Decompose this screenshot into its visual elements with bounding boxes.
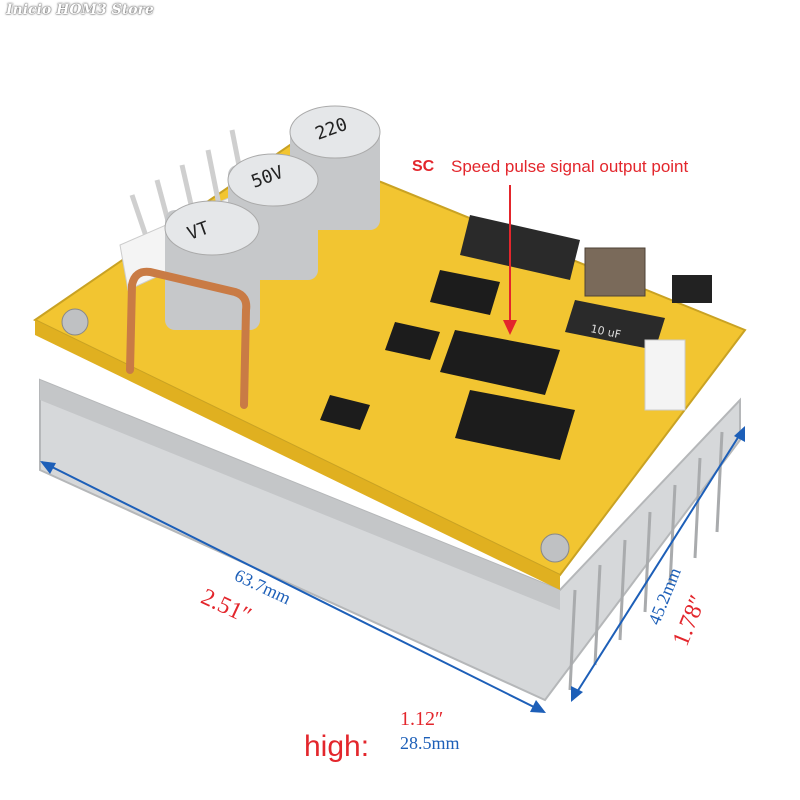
arrowhead-left bbox=[40, 461, 56, 474]
height-inch: 1.12″ bbox=[400, 708, 444, 730]
height-label: high: bbox=[304, 730, 370, 763]
jumper-header bbox=[672, 275, 712, 303]
ic-chips bbox=[320, 270, 575, 460]
pcb-edge bbox=[35, 320, 560, 590]
height-mm: 28.5mm bbox=[400, 733, 460, 753]
arrowhead-right bbox=[530, 700, 546, 713]
callout-arrowhead bbox=[503, 320, 517, 335]
small-cap-2 bbox=[565, 300, 665, 350]
inductor bbox=[584, 247, 646, 297]
callout-tag: SC bbox=[412, 158, 435, 175]
small-caps bbox=[460, 215, 580, 280]
arrowhead-bottom bbox=[571, 686, 583, 702]
depth-dimension-arrow bbox=[571, 427, 745, 701]
store-watermark: Inicio HOM3 Store bbox=[6, 2, 154, 18]
mounting-screws bbox=[61, 308, 570, 563]
width-dimension-arrow bbox=[41, 461, 545, 713]
callout-label: Speed pulse signal output point bbox=[451, 157, 689, 176]
electrolytic-capacitors bbox=[164, 105, 381, 330]
copper-jumper bbox=[126, 267, 251, 409]
heatsink-fins bbox=[568, 431, 724, 691]
heatsink-top bbox=[40, 380, 560, 610]
arrowhead-top bbox=[734, 426, 745, 442]
small-cap-marking: 10 uF bbox=[589, 322, 622, 341]
side-connector bbox=[644, 339, 686, 411]
